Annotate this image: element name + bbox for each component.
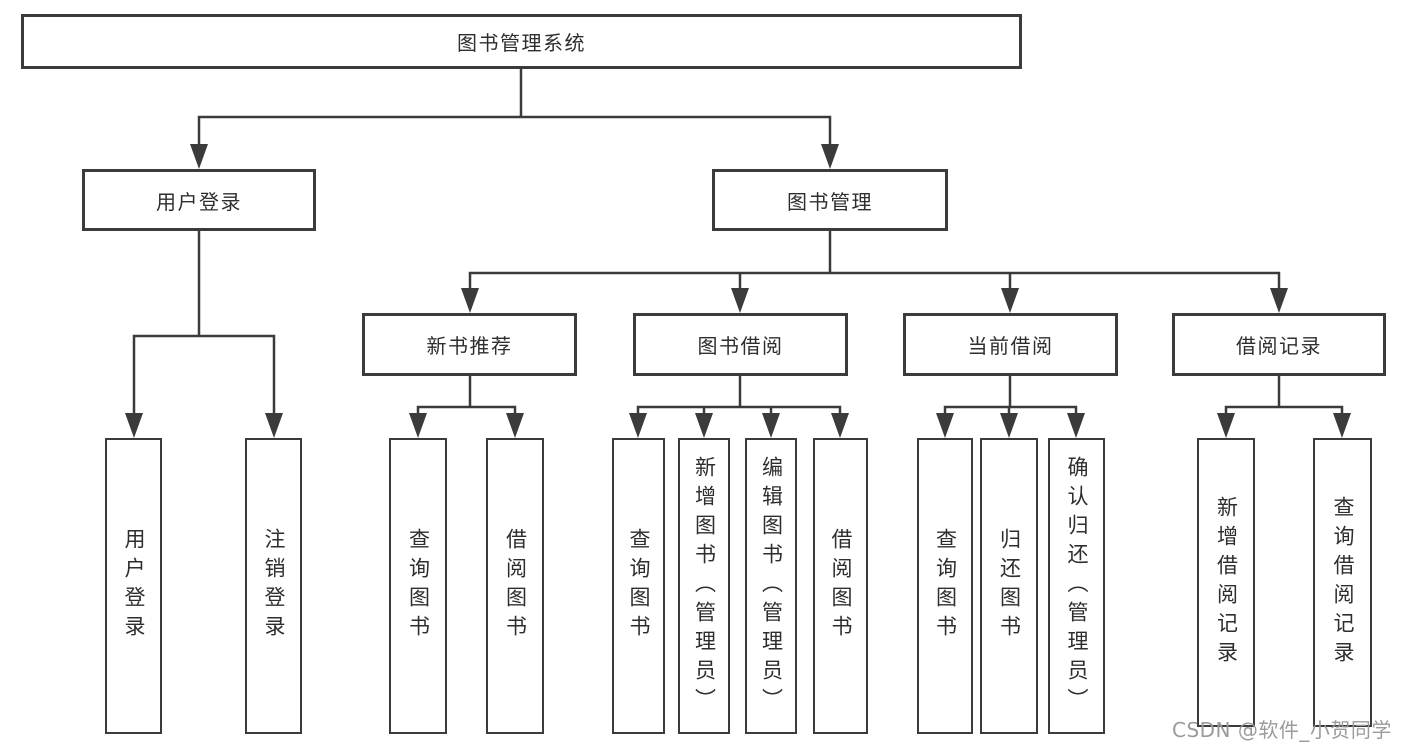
leaf-confirm-return-admin: 确认归还（管理员） xyxy=(1048,438,1105,734)
node-label: 查询图书 xyxy=(627,528,651,644)
node-label: 图书管理系统 xyxy=(457,31,586,55)
node-label: 归还图书 xyxy=(997,528,1022,644)
node-new-book-recommend: 新书推荐 xyxy=(362,313,577,376)
node-label: 图书管理 xyxy=(787,189,873,214)
leaf-borrow-books-recommend: 借阅图书 xyxy=(486,438,544,734)
node-label: 查询图书 xyxy=(406,528,431,644)
node-label: 新增借阅记录 xyxy=(1214,495,1239,670)
csdn-watermark: CSDN @软件_小贺同学 xyxy=(1172,718,1392,742)
node-label: 查询借阅记录 xyxy=(1331,495,1355,670)
leaf-query-books-borrow: 查询图书 xyxy=(612,438,665,734)
node-label: 用户登录 xyxy=(122,528,146,644)
node-label: 借阅图书 xyxy=(829,528,853,644)
connector-current-borrow-children xyxy=(936,376,1085,438)
leaf-borrow-books: 借阅图书 xyxy=(813,438,868,734)
connector-book-borrow-children xyxy=(629,376,849,438)
leaf-logout: 注销登录 xyxy=(245,438,302,734)
node-label: 图书借阅 xyxy=(697,334,784,358)
leaf-add-borrow-record: 新增借阅记录 xyxy=(1197,438,1255,727)
node-label: 新增图书（管理员） xyxy=(692,455,717,717)
connector-user-login-children xyxy=(125,231,283,438)
connector-book-mgmt-to-level3 xyxy=(461,231,1288,313)
leaf-query-books-recommend: 查询图书 xyxy=(389,438,447,734)
leaf-query-books-current: 查询图书 xyxy=(917,438,973,734)
node-label: 用户登录 xyxy=(156,189,242,214)
leaf-return-book: 归还图书 xyxy=(980,438,1038,734)
connector-borrow-record-children xyxy=(1217,376,1351,438)
leaf-user-login: 用户登录 xyxy=(105,438,162,734)
node-user-login: 用户登录 xyxy=(82,169,316,231)
node-label: 借阅记录 xyxy=(1236,334,1322,358)
leaf-edit-book-admin: 编辑图书（管理员） xyxy=(745,438,797,734)
node-label: 编辑图书（管理员） xyxy=(759,455,784,717)
node-library-system: 图书管理系统 xyxy=(21,14,1022,69)
node-label: 当前借阅 xyxy=(967,334,1054,358)
node-label: 新书推荐 xyxy=(426,334,513,358)
connector-root-to-level2 xyxy=(190,69,839,169)
node-label: 借阅图书 xyxy=(503,528,528,644)
node-label: 查询图书 xyxy=(933,528,958,644)
connector-new-book-children xyxy=(409,376,524,438)
node-current-borrowing: 当前借阅 xyxy=(903,313,1118,376)
node-label: 确认归还（管理员） xyxy=(1065,455,1089,717)
node-borrowing-records: 借阅记录 xyxy=(1172,313,1386,376)
leaf-query-borrow-record: 查询借阅记录 xyxy=(1313,438,1372,727)
node-label: 注销登录 xyxy=(262,528,286,644)
node-book-borrowing: 图书借阅 xyxy=(633,313,848,376)
leaf-add-book-admin: 新增图书（管理员） xyxy=(678,438,730,734)
node-book-management: 图书管理 xyxy=(712,169,948,231)
